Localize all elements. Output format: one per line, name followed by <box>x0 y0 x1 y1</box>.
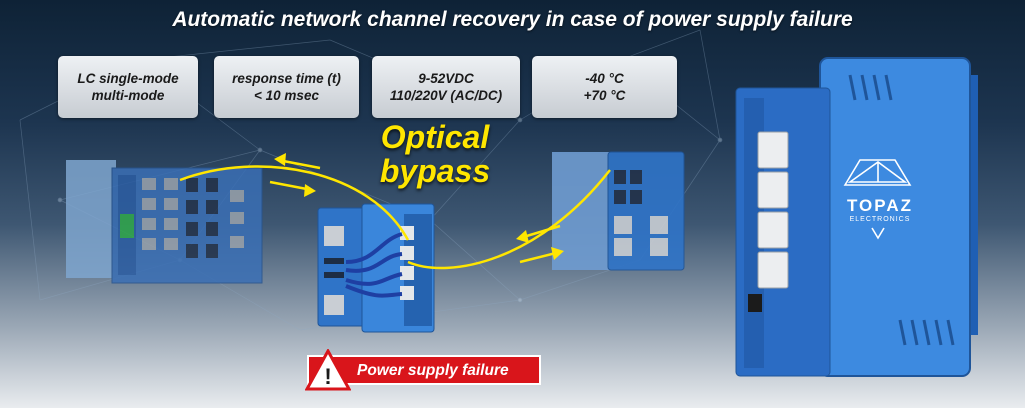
logo-brand: TOPAZ <box>846 196 914 215</box>
optical-bypass-label: Optical bypass <box>365 120 505 188</box>
optical-bypass-line: bypass <box>379 153 491 189</box>
logo-subtitle: ELECTRONICS <box>849 216 911 223</box>
spec-card-power: 9-52VDC 110/220V (AC/DC) <box>372 56 520 118</box>
spec-line: +70 °C <box>583 88 626 103</box>
left-switch-image <box>66 160 263 284</box>
power-failure-badge: ! Power supply failure <box>305 349 541 391</box>
topaz-logo: TOPAZ ELECTRONICS <box>832 196 928 223</box>
topaz-device-image <box>735 57 978 377</box>
center-bypass-device-image <box>317 203 435 333</box>
spec-card-connector: LC single-mode multi-mode <box>58 56 198 118</box>
optical-bypass-line: Optical <box>380 119 490 155</box>
headline: Automatic network channel recovery in ca… <box>172 8 853 31</box>
spec-line: 9-52VDC <box>418 71 474 86</box>
optical-bypass-arrows <box>179 153 611 270</box>
warning-symbol: ! <box>324 364 331 389</box>
topaz-logo-icon <box>843 159 912 240</box>
spec-line: 110/220V (AC/DC) <box>389 88 503 103</box>
power-failure-label: Power supply failure <box>357 362 509 379</box>
spec-card-response-time: response time (t) < 10 msec <box>214 56 359 118</box>
warning-triangle-icon: ! <box>305 349 351 391</box>
spec-card-temperature: -40 °C +70 °C <box>532 56 677 118</box>
spec-line: response time (t) <box>232 71 341 86</box>
spec-line: -40 °C <box>585 71 624 86</box>
spec-line: multi-mode <box>91 88 165 103</box>
spec-line: LC single-mode <box>77 71 179 86</box>
right-switch-image <box>552 151 685 271</box>
spec-line: < 10 msec <box>254 88 319 103</box>
